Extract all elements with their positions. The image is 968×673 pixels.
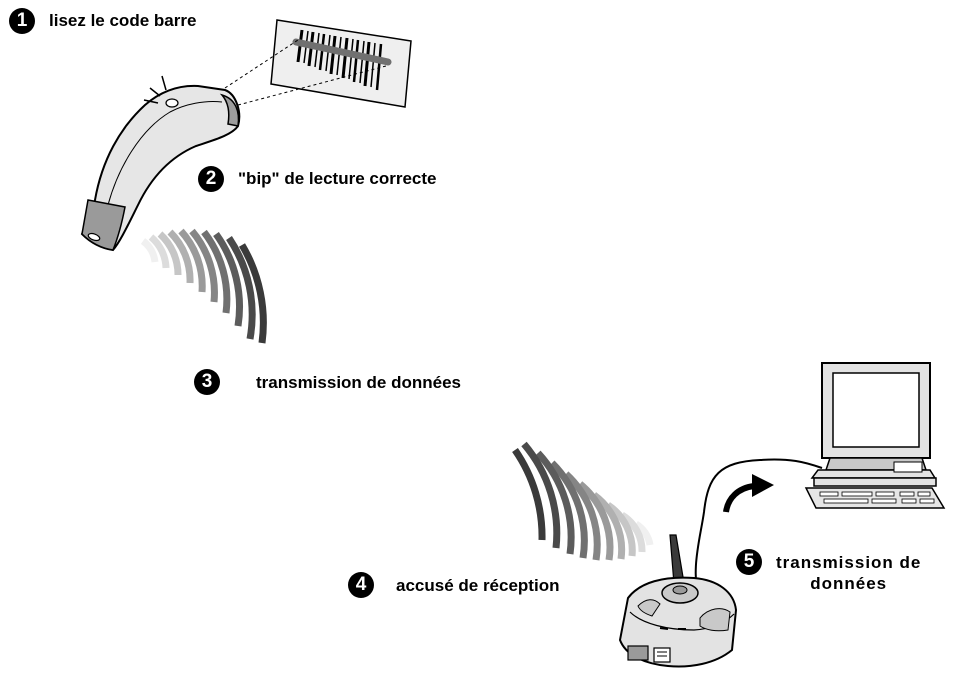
scanner-led xyxy=(165,98,179,108)
step-3: 3 transmission de données xyxy=(194,369,461,395)
barcode-label xyxy=(270,19,412,108)
computer xyxy=(804,362,946,509)
port-serial xyxy=(627,645,649,661)
step-4-label: accusé de réception xyxy=(396,576,560,595)
step-2: 2 "bip" de lecture correcte xyxy=(198,166,436,192)
beep-lines xyxy=(143,75,167,104)
scan-lines xyxy=(224,39,387,106)
step-5-label: transmission de données xyxy=(776,552,921,594)
step-1-label: lisez le code barre xyxy=(49,11,197,30)
step-5-number: 5 xyxy=(736,549,762,575)
radio-waves-scanner xyxy=(140,228,267,344)
step-4: 4 accusé de réception xyxy=(348,572,559,598)
step-2-label: "bip" de lecture correcte xyxy=(238,169,437,188)
data-cable xyxy=(694,458,823,606)
step-3-label: transmission de données xyxy=(256,373,461,392)
radio-waves-receiver xyxy=(512,441,654,561)
step-4-number: 4 xyxy=(348,572,374,598)
step-5-label-line2: données xyxy=(810,574,888,593)
data-arrow xyxy=(723,474,774,513)
keyboard xyxy=(804,487,946,509)
barcode-bars xyxy=(296,29,383,91)
receiver-base xyxy=(618,534,738,668)
step-1-number: 1 xyxy=(9,8,35,34)
step-2-number: 2 xyxy=(198,166,224,192)
step-5-label-line1: transmission de xyxy=(776,553,922,572)
monitor-screen xyxy=(832,372,920,448)
step-5: 5 transmission de données xyxy=(736,549,921,594)
step-3-number: 3 xyxy=(194,369,220,395)
barcode-scanner xyxy=(80,75,241,252)
scan-beam xyxy=(292,38,392,66)
port-rj xyxy=(653,647,671,663)
step-1: 1 lisez le code barre xyxy=(9,8,196,34)
